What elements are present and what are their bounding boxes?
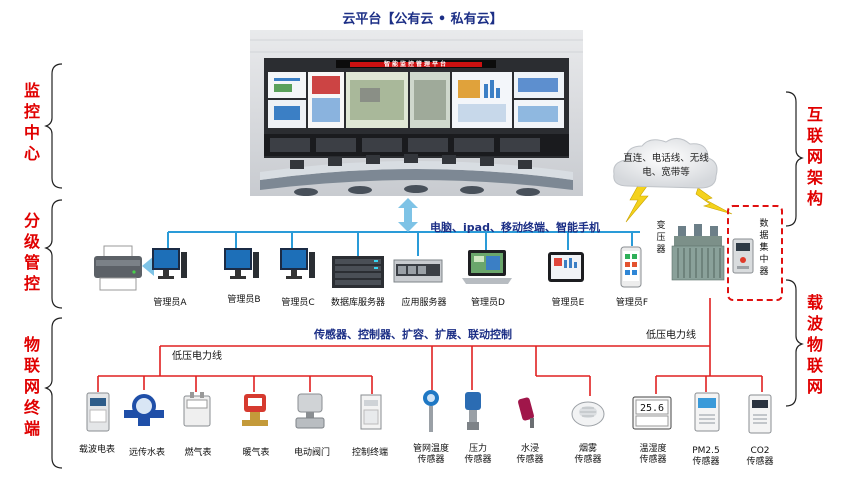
water-meter-icon [124,394,164,426]
admin-f-device [620,246,642,288]
cloud-text: 直连、电话线、无线电、宽带等 [623,153,709,178]
left-bracket-iot [44,317,63,469]
gas-meter-device [182,392,212,428]
section-label-mgmt: 分级管控 [23,211,40,293]
label-terminal-8: 水浸 传感器 [516,444,544,465]
pipe-temperature-sensor-device [420,388,442,434]
updown-arrow-icon [398,198,418,232]
label-terminal-11: PM2.5 传感器 [692,446,720,467]
desktop-pc-icon [224,248,259,279]
admin-b-device [222,246,260,284]
label-app-server: 应用服务器 [401,298,447,308]
control-terminal-device [360,394,382,430]
label-admin-a: 管理员A [153,298,187,308]
label-terminal-9: 烟雾 传感器 [574,444,602,465]
temp-humidity-sensor-device: 25.6 [632,396,672,430]
section-label-iot: 物联网终端 [23,335,40,438]
network-lines [167,231,640,256]
section-label-monitor: 监控中心 [23,81,40,163]
smartphone-icon [620,246,642,288]
video-wall-banner: 智能监控管理平台 [383,61,448,68]
electric-valve-device [294,392,326,432]
pressure-sensor-device [462,390,484,434]
concentrator-label: 数据集中器 [759,219,769,277]
label-terminal-7: 压力 传感器 [464,444,492,465]
transformer-label: 变压器 [656,221,666,255]
desktop-pc-icon [152,248,187,279]
label-terminal-5: 控制终端 [351,448,388,458]
control-terminal-icon [360,394,382,430]
label-admin-f: 管理员F [615,298,649,308]
section-label-carrier: 载波物联网 [806,293,823,396]
label-admin-d: 管理员D [471,298,505,308]
label-terminal-0: 载波电表 [78,445,115,455]
laptop-icon [462,250,512,284]
label-admin-e: 管理员E [551,298,585,308]
label-terminal-3: 暖气表 [242,448,270,458]
server-icon [393,259,443,283]
section-label-internet: 互联网架构 [806,105,823,208]
left-bracket-monitor [44,63,63,189]
cloud-icon [613,138,718,189]
rack-server-icon [332,256,384,288]
admin-c-device [278,246,316,284]
label-terminal-10: 温湿度 传感器 [639,444,667,465]
caption-control: 传感器、控制器、扩容、扩展、联动控制 [314,328,512,341]
admin-a-device [150,246,188,284]
heat-meter-icon [242,394,268,426]
gas-meter-icon [183,392,211,427]
label-admin-b: 管理员B [227,295,261,305]
transformer-icon [670,222,726,284]
label-terminal-1: 远传水表 [128,448,165,458]
power-lines [97,298,763,396]
diagram-title: 云平台【公有云 • 私有云】 [342,12,503,27]
pipe-temperature-sensor-icon [423,390,439,432]
electric-valve-icon [295,393,325,429]
smoke-sensor-device [570,398,606,428]
electric-meter-device [86,392,110,432]
desktop-pc-icon [280,248,315,279]
app-server-device [392,256,444,286]
label-terminal-2: 燃气表 [184,448,212,458]
temp-humidity-sensor-icon: 25.6 [632,396,672,430]
concentrator-device-icon [732,238,754,274]
admin-e-device [546,250,586,284]
monitoring-center-image: 智能监控管理平台 [250,30,583,196]
printer-icon [94,245,142,291]
right-bracket-carrier [785,279,804,407]
label-low-voltage-right: 低压电力线 [646,330,696,341]
label-admin-c: 管理员C [281,298,315,308]
left-bracket-mgmt [44,199,63,309]
water-meter-device [122,390,166,428]
pm25-sensor-device [694,392,720,432]
heat-meter-device [240,392,270,430]
caption-access-devices: 电脑、ipad、移动终端、智能手机 [430,221,600,234]
label-terminal-4: 电动阀门 [293,448,330,458]
database-server-device [330,254,386,290]
pm25-sensor-icon [694,392,720,432]
lightning-icon [695,187,733,215]
label-low-voltage-left: 低压电力线 [172,351,222,362]
tablet-icon [548,252,584,282]
smoke-sensor-icon [571,401,605,427]
label-terminal-6: 管网温度 传感器 [412,444,449,465]
electric-meter-icon [86,392,110,432]
water-leak-sensor-icon [518,397,534,428]
co2-sensor-device [748,394,772,434]
right-bracket-internet [785,91,804,227]
pressure-sensor-icon [465,392,481,430]
water-leak-sensor-device [516,396,542,430]
co2-sensor-icon [748,394,772,434]
printer [92,244,144,294]
svg-text:25.6: 25.6 [640,403,664,414]
admin-d-device [460,248,514,288]
concentrator-box [727,205,783,301]
label-terminal-12: CO2 传感器 [746,446,774,467]
network-cloud: 直连、电话线、无线电、宽带等 [610,134,722,196]
label-db-server: 数据库服务器 [330,298,385,308]
